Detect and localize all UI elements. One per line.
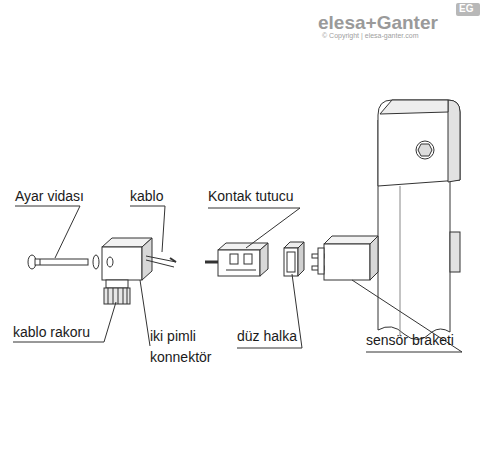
copyright-note: © Copyright | elesa-ganter.com (322, 30, 462, 41)
part-label: kablo (130, 186, 190, 207)
part-label: iki pimli konnektör (150, 326, 228, 368)
part-label: düz halka (237, 326, 317, 347)
two-pin-connector (102, 238, 176, 304)
part-label: sensör braketi (366, 330, 476, 351)
contact-holder (205, 243, 268, 276)
flat-ring (284, 242, 304, 276)
brand-badge: EG (459, 1, 481, 16)
part-label: kablo rakoru (13, 322, 113, 343)
part-label: Kontak tutucu (208, 186, 318, 207)
sensor-bracket (312, 100, 460, 340)
part-label: Ayar vidası (15, 186, 115, 207)
leader-lines (13, 206, 462, 352)
adjusting-screw (28, 255, 99, 269)
